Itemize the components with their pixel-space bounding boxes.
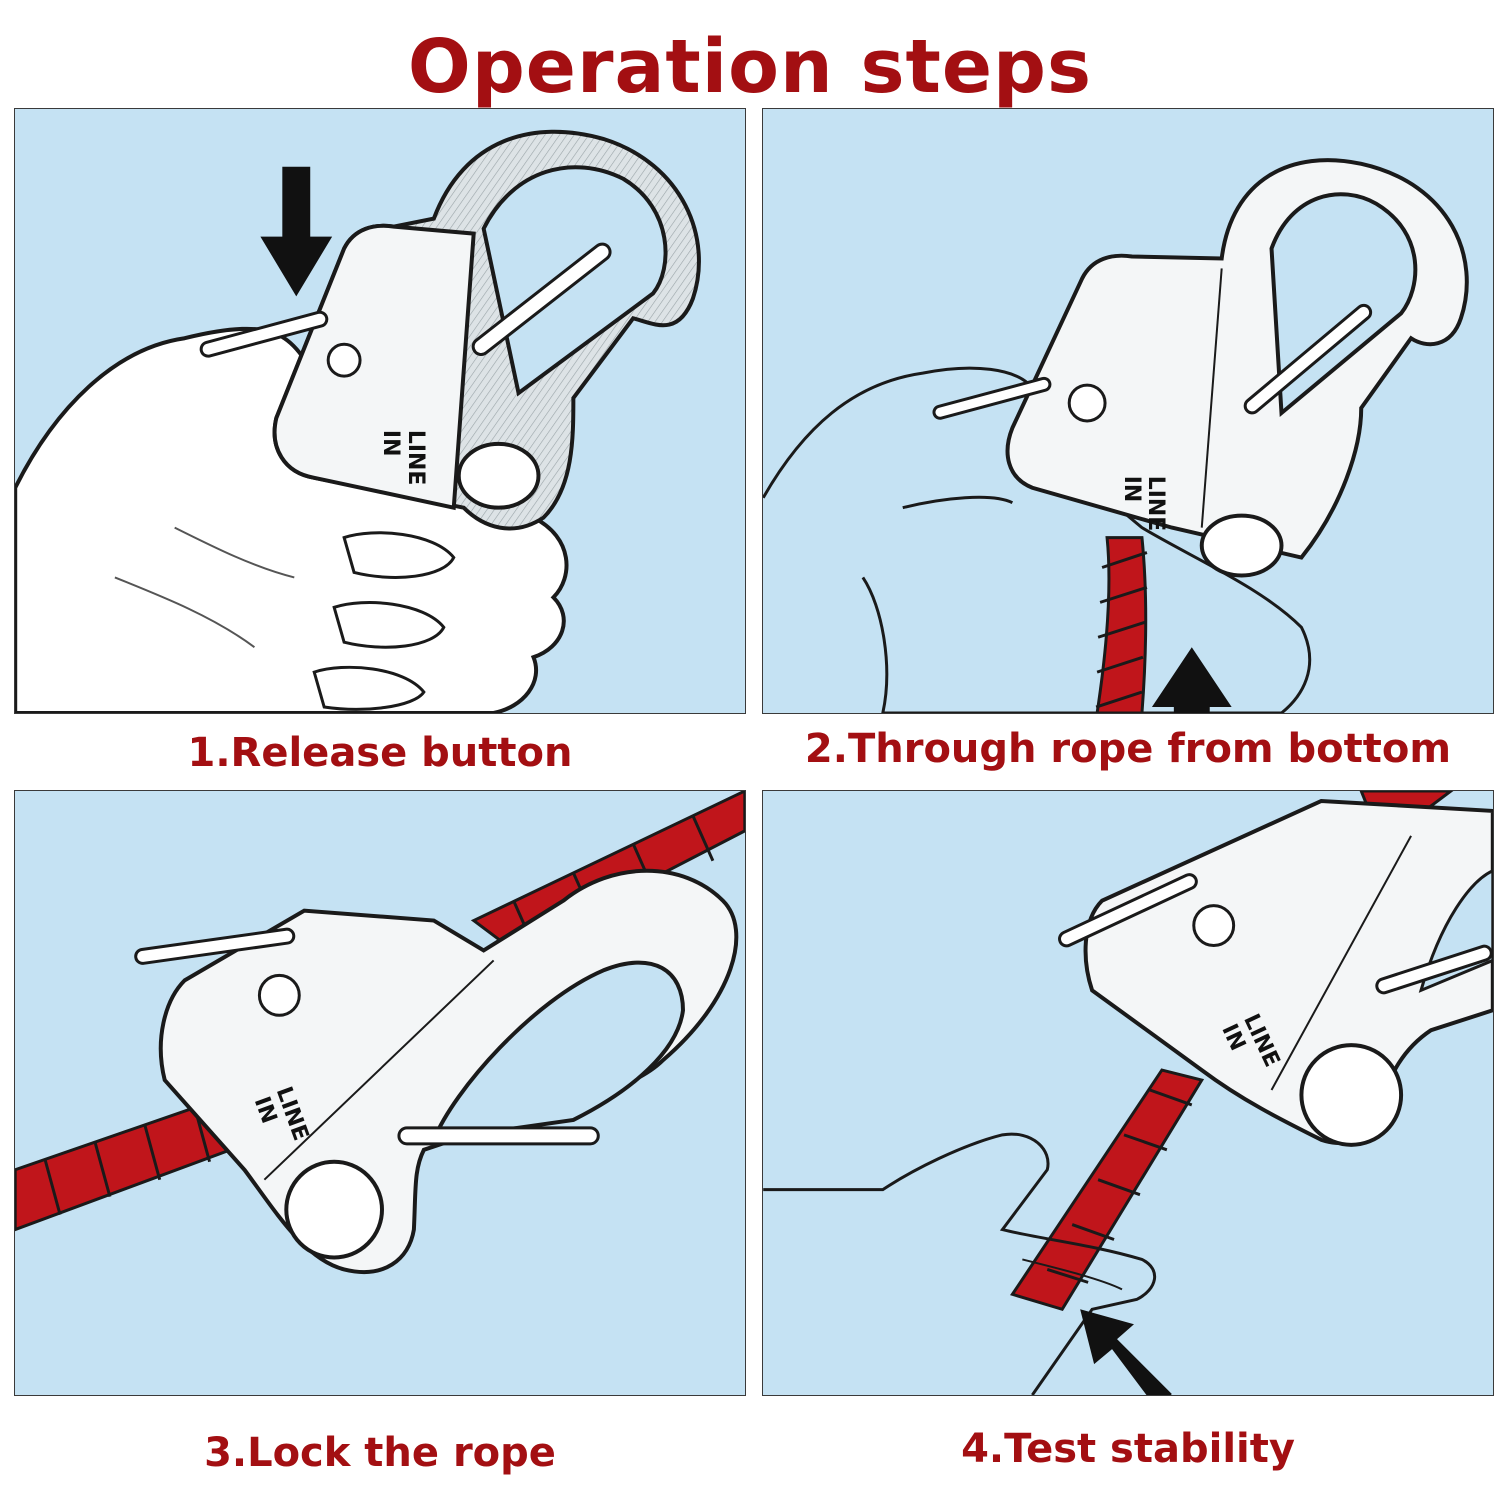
arrow-icon bbox=[260, 166, 333, 297]
step-3-svg: LINE IN bbox=[15, 791, 745, 1274]
arrow-icon bbox=[1080, 1309, 1172, 1395]
device-label-line: LINE bbox=[403, 430, 428, 485]
step-4-caption: 4.Test stability bbox=[961, 1426, 1295, 1472]
hand-icon bbox=[763, 366, 1312, 713]
rope-ratchet-icon bbox=[158, 868, 739, 1274]
page-title: Operation steps bbox=[407, 24, 1093, 110]
device-label-line: LINE bbox=[1143, 476, 1168, 531]
step-2-illustration: LINE IN bbox=[762, 108, 1494, 714]
arrow-icon bbox=[1151, 647, 1232, 713]
step-2-caption: 2.Through rope from bottom bbox=[804, 726, 1452, 772]
hand-icon bbox=[763, 1132, 1157, 1395]
rope-icon bbox=[1095, 536, 1148, 713]
step-3-caption: 3.Lock the rope bbox=[204, 1430, 556, 1476]
step-1-caption: 1.Release button bbox=[187, 730, 573, 776]
step-1-illustration: LINE IN bbox=[14, 108, 746, 714]
step-3-illustration: LINE IN bbox=[14, 790, 746, 1396]
step-2-svg: LINE IN bbox=[763, 158, 1469, 713]
device-label-in: IN bbox=[378, 430, 403, 456]
device-label-in: IN bbox=[1119, 476, 1144, 502]
step-4-illustration: LINE IN bbox=[762, 790, 1494, 1396]
step-1-svg: LINE IN bbox=[15, 129, 701, 713]
step-4-svg: LINE IN bbox=[763, 791, 1493, 1395]
